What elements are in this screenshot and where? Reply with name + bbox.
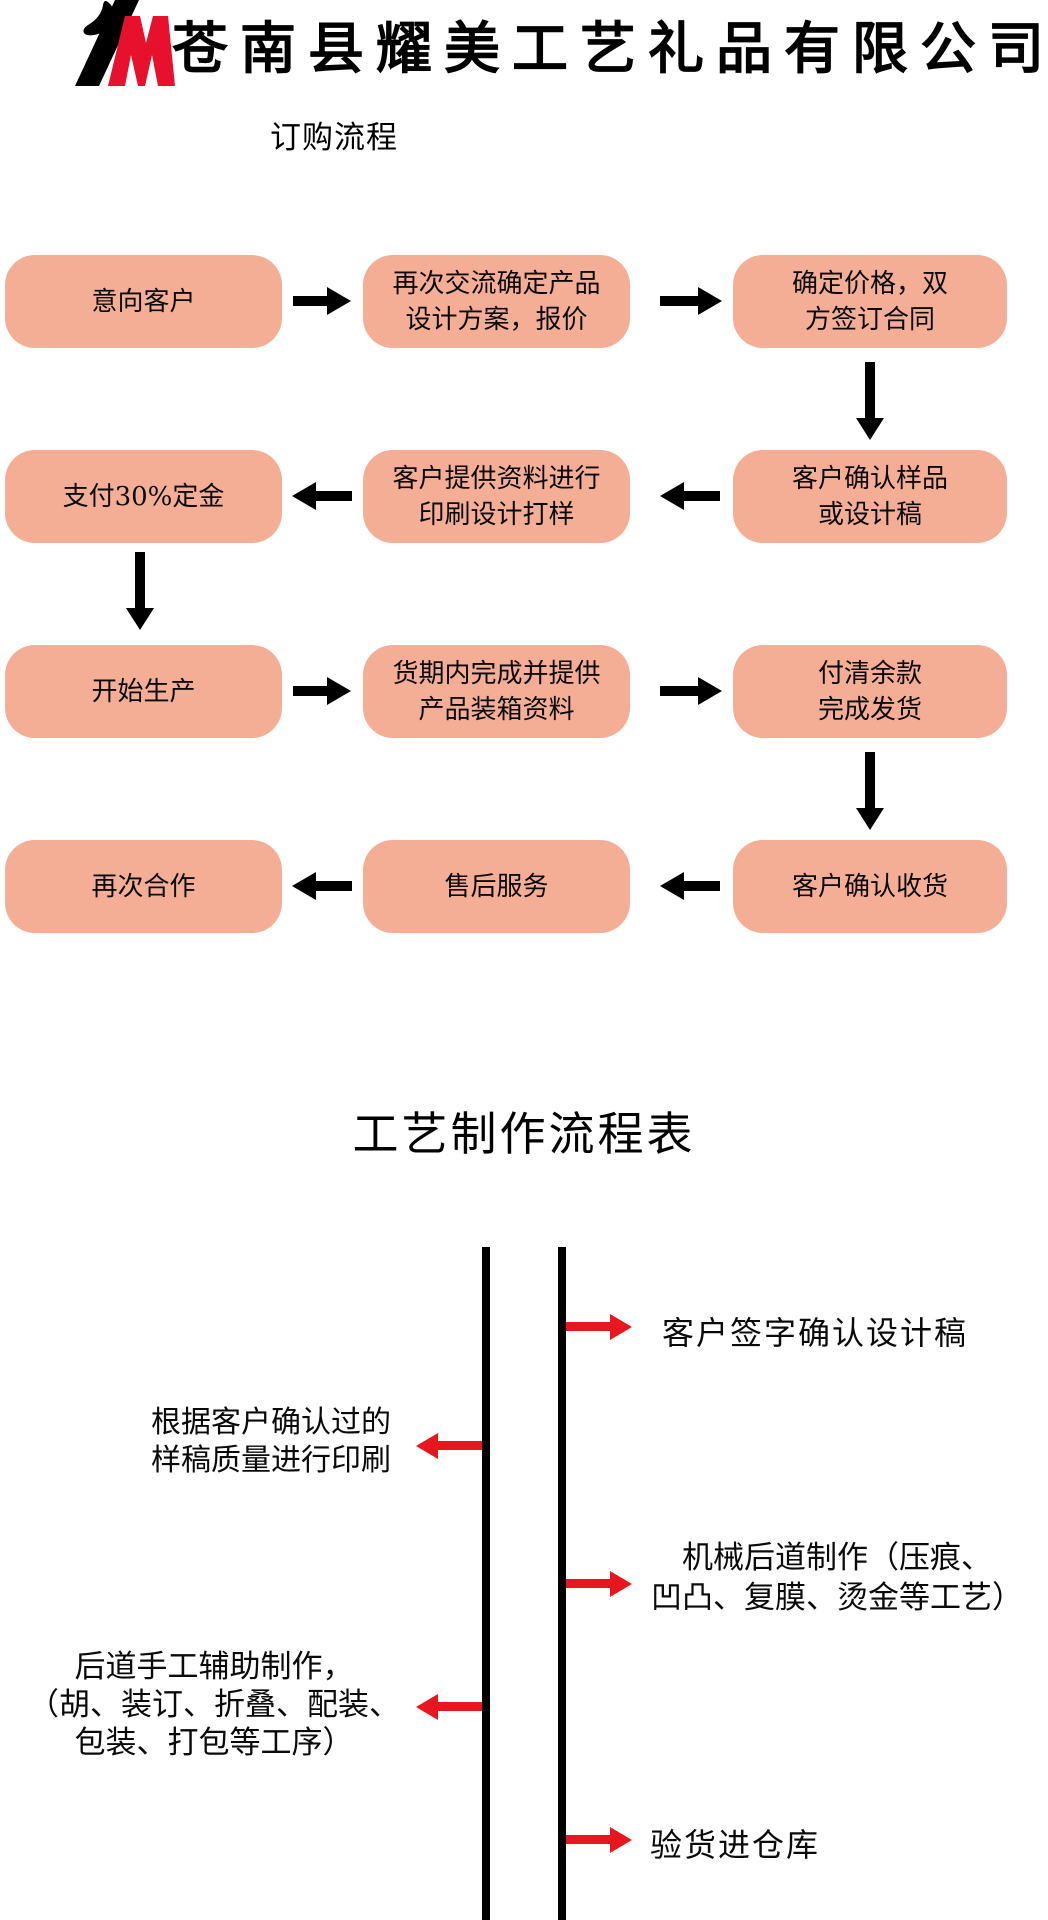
flow-box-confirm-price-sign-contract: 确定价格，双 方签订合同	[733, 255, 1007, 348]
flow-box-repeat-cooperation: 再次合作	[5, 840, 282, 933]
craft-step-line: 机械后道制作（压痕、	[682, 1540, 992, 1576]
arrow-right-icon	[660, 296, 698, 306]
flow-box-line: 支付30%定金	[62, 481, 225, 512]
craft-step-line: 客户签字确认设计稿	[661, 1314, 968, 1352]
flow-box-line: 方签订合同	[804, 304, 935, 335]
arrow-left-icon	[684, 881, 720, 891]
red-arrow-left-icon	[438, 1441, 482, 1450]
flow-box-line: 开始生产	[91, 676, 196, 707]
craft-step-line: 样稿质量进行印刷	[151, 1443, 391, 1478]
flow-box-line: 设计方案，报价	[405, 304, 588, 335]
craft-step-machine-finishing: 机械后道制作（压痕、 凹凸、复膜、烫金等工艺）	[626, 1538, 1048, 1618]
flow-box-line: 再次合作	[91, 871, 196, 902]
craft-step-manual-finishing: 后道手工辅助制作， （胡、装订、折叠、配装、 包装、打包等工序）	[6, 1648, 422, 1762]
flow-box-line: 意向客户	[91, 286, 196, 317]
arrow-right-icon	[660, 686, 698, 696]
red-arrow-right-icon	[566, 1322, 610, 1331]
flow-box-line: 客户提供资料进行	[392, 463, 601, 494]
flow-box-pay-balance-ship: 付清余款 完成发货	[733, 645, 1007, 738]
flow-box-line: 货期内完成并提供	[392, 658, 601, 689]
flow-box-line: 完成发货	[817, 694, 922, 725]
craft-step-line: 根据客户确认过的	[151, 1405, 391, 1440]
flow-box-start-production: 开始生产	[5, 645, 282, 738]
flow-box-after-sales-service: 售后服务	[363, 840, 630, 933]
timeline-right-line	[558, 1247, 566, 1920]
arrow-down-icon	[865, 362, 875, 418]
flow-box-discuss-design-quote: 再次交流确定产品 设计方案，报价	[363, 255, 630, 348]
craft-step-line: （胡、装订、折叠、配装、	[28, 1687, 400, 1723]
flow-box-line: 产品装箱资料	[418, 694, 575, 725]
arrow-right-icon	[293, 686, 327, 696]
craft-step-line: 凹凸、复膜、烫金等工艺）	[651, 1580, 1023, 1616]
red-arrow-right-icon	[566, 1835, 610, 1844]
flow-box-line: 售后服务	[444, 871, 549, 902]
arrow-left-icon	[316, 881, 352, 891]
craft-step-line: 验货进仓库	[650, 1826, 821, 1864]
red-arrow-left-icon	[438, 1702, 482, 1711]
flow-box-line: 或设计稿	[817, 499, 922, 530]
flow-box-line: 印刷设计打样	[418, 499, 575, 530]
craft-step-sign-confirm-design: 客户签字确认设计稿	[650, 1308, 980, 1354]
craft-flow-title: 工艺制作流程表	[352, 1107, 696, 1161]
flow-box-customer-confirm-sample: 客户确认样品 或设计稿	[733, 450, 1007, 543]
flow-box-line: 客户确认样品	[791, 463, 948, 494]
flow-box-pay-deposit: 支付30%定金	[5, 450, 282, 543]
flow-box-intended-customer: 意向客户	[5, 255, 282, 348]
craft-step-line: 后道手工辅助制作，	[74, 1649, 354, 1685]
craft-step-line: 包装、打包等工序）	[74, 1725, 354, 1761]
flow-box-line: 再次交流确定产品	[392, 268, 601, 299]
flow-box-line: 确定价格，双	[791, 268, 948, 299]
company-logo	[35, 0, 175, 86]
ym-logo-icon	[75, 0, 175, 86]
craft-step-inspect-into-warehouse: 验货进仓库	[650, 1820, 950, 1866]
flow-box-line: 付清余款	[817, 658, 922, 689]
arrow-left-icon	[684, 491, 720, 501]
arrow-left-icon	[316, 491, 352, 501]
arrow-right-icon	[293, 296, 327, 306]
flow-box-customer-confirm-receipt: 客户确认收货	[733, 840, 1007, 933]
order-flow-title: 订购流程	[270, 120, 398, 156]
red-arrow-right-icon	[566, 1579, 610, 1588]
craft-step-print-per-confirmed-proof: 根据客户确认过的 样稿质量进行印刷	[140, 1404, 402, 1480]
arrow-down-icon	[865, 752, 875, 808]
arrow-down-icon	[135, 552, 145, 608]
timeline-left-line	[482, 1247, 490, 1920]
flow-box-customer-provide-materials: 客户提供资料进行 印刷设计打样	[363, 450, 630, 543]
flow-box-complete-packing-info: 货期内完成并提供 产品装箱资料	[363, 645, 630, 738]
company-name: 苍南县耀美工艺礼品有限公司	[172, 16, 1048, 82]
flow-box-line: 客户确认收货	[791, 871, 948, 902]
